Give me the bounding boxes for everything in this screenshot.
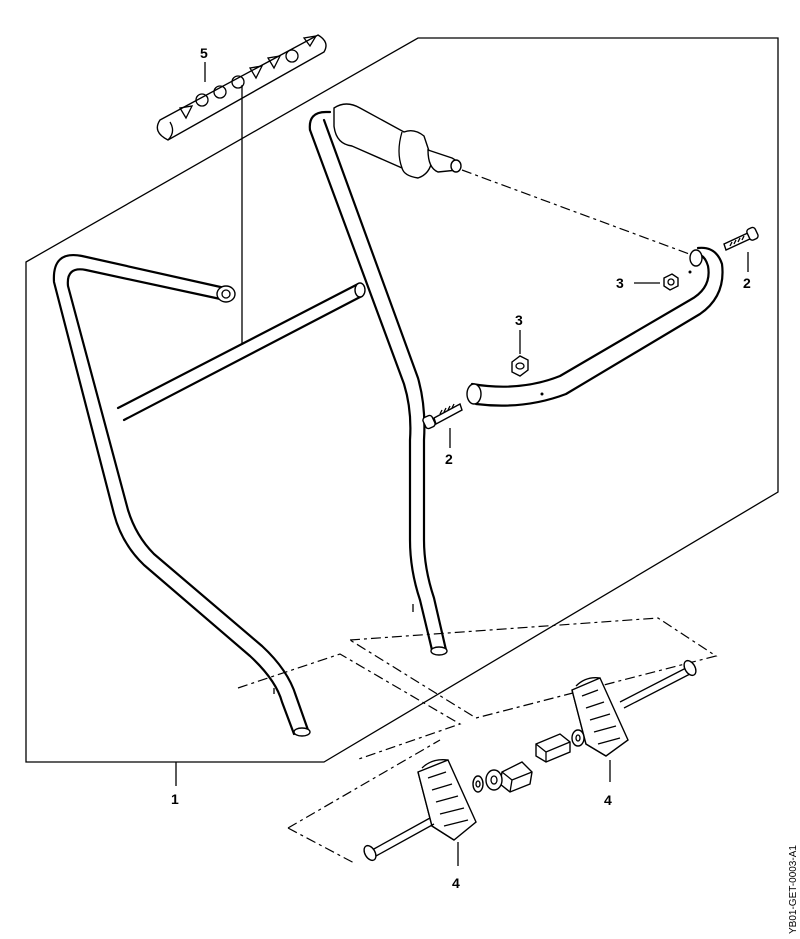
callout-4-left: 4	[452, 875, 460, 891]
spacer-block	[535, 733, 571, 763]
washer-left	[472, 775, 484, 793]
warning-symbol-icons	[178, 35, 318, 120]
nut-right	[663, 273, 679, 291]
screw-left	[422, 402, 463, 430]
callout-5: 5	[200, 45, 208, 61]
rubber-pad-right	[571, 677, 629, 757]
nut-left	[511, 355, 529, 377]
mounting-guide-right	[348, 617, 718, 719]
rubber-pad-left	[417, 759, 477, 841]
bolt-left	[363, 817, 435, 862]
callout-3-right: 3	[616, 275, 624, 291]
callout-2-right: 2	[743, 275, 751, 291]
assembly-outline	[25, 37, 779, 763]
callout-4-right: 4	[604, 792, 612, 808]
mounting-guide-bottom	[287, 739, 441, 865]
handle-grip	[333, 103, 462, 179]
bolt-right	[619, 659, 697, 709]
document-id: YB01-GET-0003-A1	[788, 845, 799, 934]
handle-frame	[52, 103, 462, 737]
tube-open-end	[216, 285, 236, 303]
callout-3-left: 3	[515, 312, 523, 328]
spacer-sleeve	[499, 761, 533, 793]
assembly-line-grip-bracket	[461, 169, 701, 259]
mounting-guide-left	[237, 653, 462, 761]
bushing	[485, 769, 503, 791]
callout-2-left: 2	[445, 451, 453, 467]
washer-right	[571, 729, 585, 747]
screw-right	[723, 226, 759, 251]
callout-1: 1	[171, 791, 179, 807]
support-bracket	[466, 246, 724, 407]
